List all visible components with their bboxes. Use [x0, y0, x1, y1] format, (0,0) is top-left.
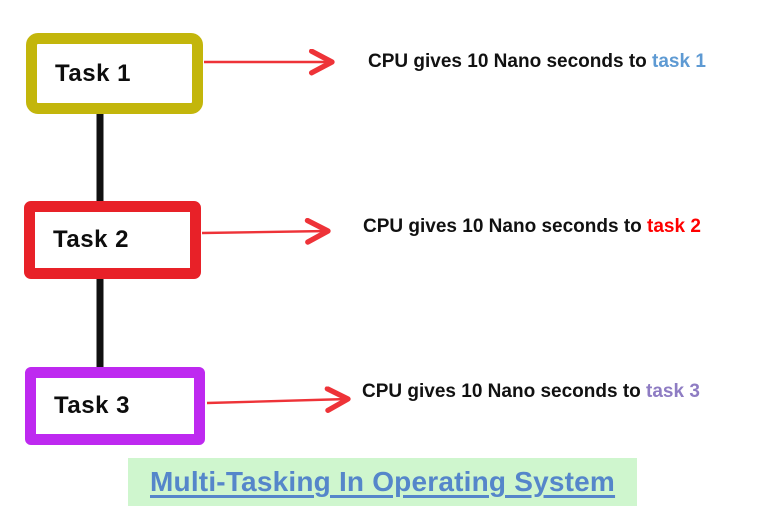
annotation-task3: CPU gives 10 Nano seconds to task 3 [362, 380, 700, 404]
arrow-task3-annotation [206, 399, 348, 403]
annotation-task2-prefix: CPU gives 10 Nano seconds to [363, 216, 648, 237]
annotation-task1-prefix: CPU gives 10 Nano seconds to [368, 51, 653, 72]
task1-label: Task 1 [55, 59, 131, 87]
task3-label: Task 3 [54, 392, 130, 419]
arrow-task2-annotation [201, 231, 328, 233]
task2-label: Task 2 [53, 226, 129, 253]
task2-box: Task 2 [24, 201, 201, 279]
task3-box: Task 3 [25, 367, 205, 445]
annotation-task3-prefix: CPU gives 10 Nano seconds to [362, 381, 647, 402]
task1-box: Task 1 [26, 33, 203, 114]
annotation-task1: CPU gives 10 Nano seconds to task 1 [368, 50, 706, 74]
diagram-title: Multi-Tasking In Operating System [128, 458, 638, 506]
annotation-task1-target: task 1 [652, 51, 706, 72]
annotation-task2: CPU gives 10 Nano seconds to task 2 [363, 215, 701, 239]
annotation-task3-target: task 3 [646, 381, 700, 402]
annotation-task2-target: task 2 [647, 216, 701, 237]
